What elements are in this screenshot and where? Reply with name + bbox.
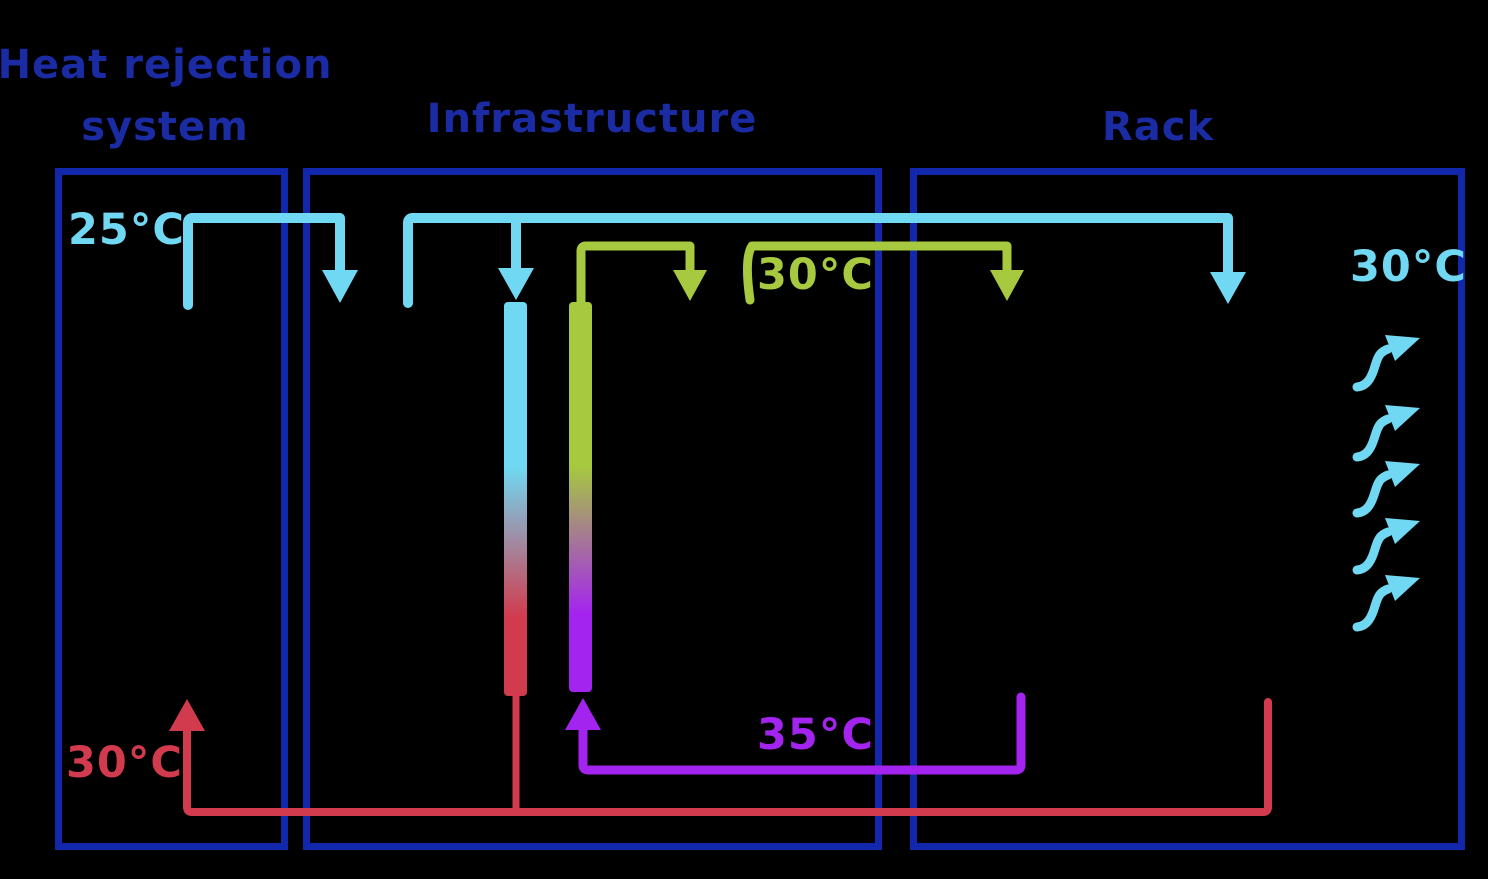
rack-airflow-arrow-icon bbox=[1352, 335, 1420, 392]
cold-distribution-pipe bbox=[403, 213, 1233, 308]
rack-box bbox=[910, 168, 1465, 850]
rack-return-arrowhead-icon bbox=[565, 698, 601, 730]
rack-title: Rack bbox=[1101, 104, 1215, 150]
rack-cold-arrowhead-icon bbox=[1210, 272, 1246, 304]
chiller-supply-pipe bbox=[183, 213, 345, 310]
rack-return-temp: 35°C bbox=[757, 710, 874, 760]
rack-airflow-arrow-icon bbox=[1352, 405, 1420, 462]
secondary-loop-gradient-bar bbox=[569, 302, 592, 692]
rack-airflow-arrow-icon bbox=[1352, 518, 1420, 575]
chiller-return-pipe bbox=[183, 698, 1272, 816]
chiller-supply-temp: 25°C bbox=[68, 205, 185, 255]
rack-return-pipe bbox=[578, 692, 1026, 775]
chiller-return-temp: 30°C bbox=[66, 738, 183, 788]
infrastructure-box bbox=[303, 168, 882, 850]
heat-rejection-box bbox=[55, 168, 288, 850]
rack-airflow-arrow-icon bbox=[1352, 461, 1420, 518]
infra-supply-arrowhead-icon bbox=[673, 270, 707, 301]
rack-airflow-arrow-icon bbox=[1352, 575, 1420, 632]
infrastructure-title: Infrastructure bbox=[426, 96, 758, 142]
rack-air-temp: 30°C bbox=[1350, 242, 1467, 292]
rack-cool-supply-pipe bbox=[742, 241, 1012, 305]
primary-loop-gradient-bar bbox=[504, 302, 527, 696]
infra-supply-temp: 30°C bbox=[757, 250, 874, 300]
heat-rejection-title: Heat rejection system bbox=[0, 42, 333, 150]
chiller-return-arrowhead-icon bbox=[169, 699, 205, 731]
rack-cool-arrowhead-icon bbox=[990, 270, 1024, 301]
coil-supply-arrowhead-icon bbox=[498, 268, 534, 300]
chiller-supply-arrowhead-icon bbox=[322, 270, 358, 303]
infra-supply-pipe bbox=[576, 241, 695, 308]
